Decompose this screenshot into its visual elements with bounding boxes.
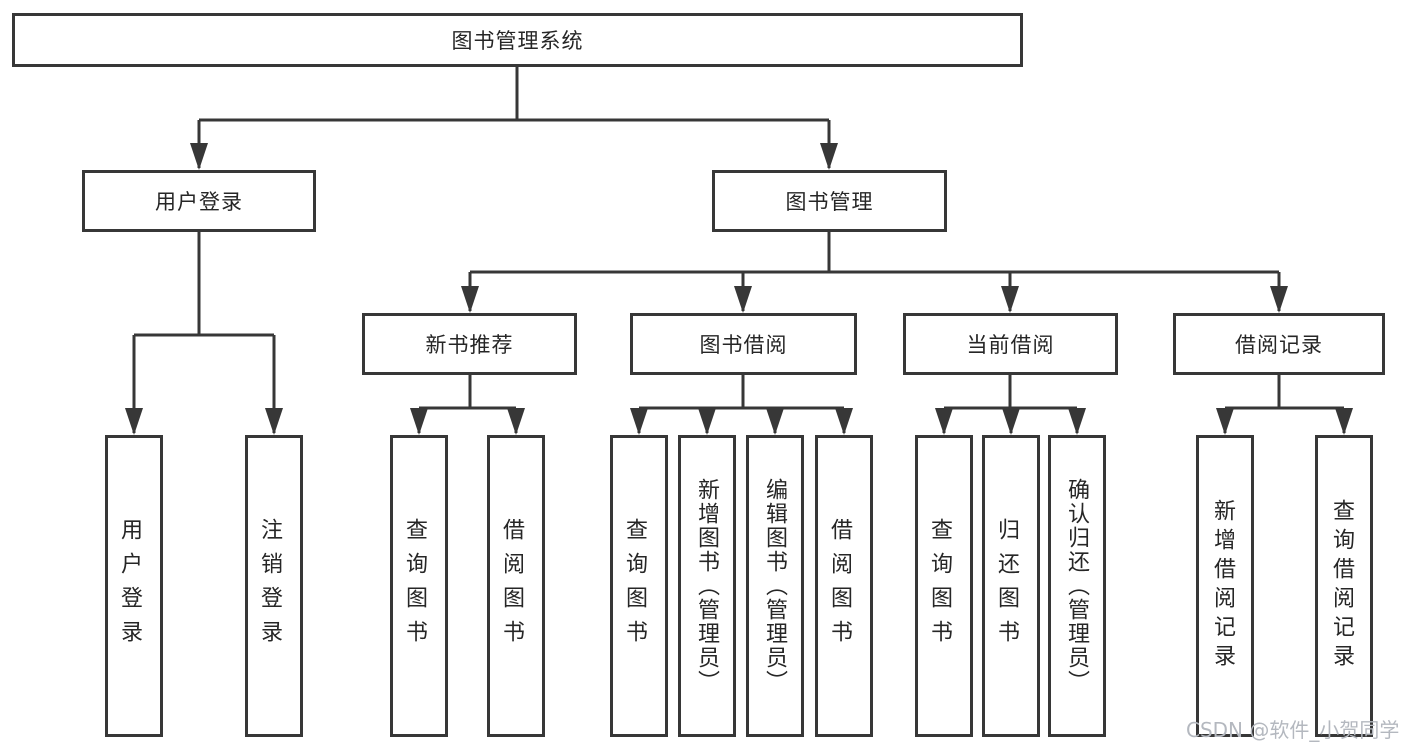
node-current-borrowing: 当前借阅	[903, 313, 1118, 375]
node-new-book-recommend: 新书推荐	[362, 313, 577, 375]
node-book-borrowing: 图书借阅	[630, 313, 857, 375]
node-logout-action: 注销登录	[245, 435, 303, 737]
node-borrow-books-newbook: 借阅图书	[487, 435, 545, 737]
node-library-system: 图书管理系统	[12, 13, 1023, 67]
node-query-books-newbook: 查询图书	[390, 435, 448, 737]
node-confirm-return-admin: 确认归还（管理员）	[1048, 435, 1106, 737]
node-query-books-borrow: 查询图书	[610, 435, 668, 737]
arrowheads	[125, 143, 1353, 435]
node-query-borrow-record: 查询借阅记录	[1315, 435, 1373, 737]
node-add-borrow-record: 新增借阅记录	[1196, 435, 1254, 737]
csdn-watermark: CSDN @软件_小贺同学	[1186, 718, 1400, 742]
node-borrowing-records: 借阅记录	[1173, 313, 1385, 375]
node-borrow-books-borrow: 借阅图书	[815, 435, 873, 737]
node-query-books-current: 查询图书	[915, 435, 973, 737]
node-user-login-action: 用户登录	[105, 435, 163, 737]
node-add-books-admin: 新增图书（管理员）	[678, 435, 736, 737]
node-return-books: 归还图书	[982, 435, 1040, 737]
node-edit-books-admin: 编辑图书（管理员）	[746, 435, 804, 737]
connector-paths	[132, 67, 1346, 433]
node-user-login: 用户登录	[82, 170, 316, 232]
node-book-management: 图书管理	[712, 170, 947, 232]
